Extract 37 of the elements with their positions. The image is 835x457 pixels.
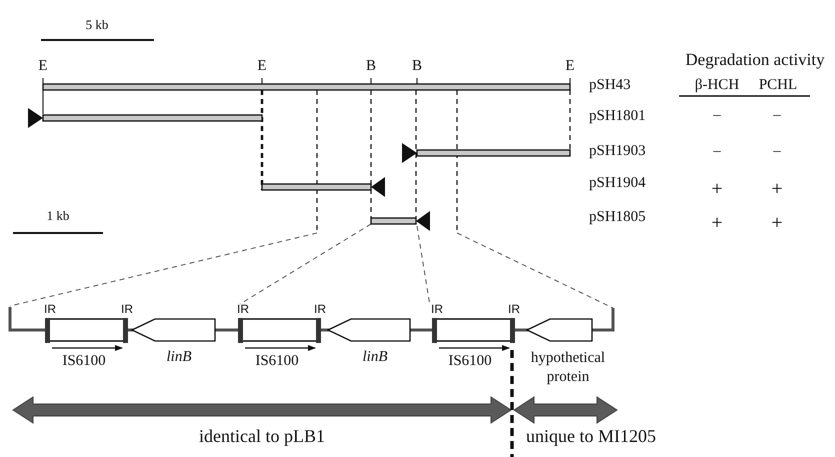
site-label: B [366,58,376,74]
gene-label: IS6100 [62,353,106,370]
ir-label: IR [431,303,443,316]
ir-label: IR [508,303,520,316]
site-label: E [257,58,267,74]
plasmid-name: pSH1904 [589,175,646,192]
activity-sign: + [771,212,783,234]
activity-sign: + [771,178,783,200]
activity-sign: – [773,107,781,124]
site-label: E [565,58,575,74]
plasmid-name: pSH1903 [589,143,646,160]
activity-sign: – [773,143,781,160]
gene-label: linB [362,349,388,366]
activity-sign: – [713,107,721,124]
activity-sign: + [711,178,723,200]
column-header: β-HCH [694,77,740,94]
ir-label: IR [237,303,249,316]
ir-label: IR [121,303,133,316]
gene-label: hypothetical protein [530,349,606,386]
scale-label: 5 kb [86,18,108,32]
table-heading: Degradation activity [685,51,825,70]
plasmid-name: pSH1801 [589,108,646,124]
ir-label: IR [44,303,56,316]
site-label: B [412,58,422,74]
gene-label: linB [166,349,192,366]
gene-label: IS6100 [255,353,299,370]
ir-label: IR [314,303,326,316]
scale-label: 1 kb [46,209,70,224]
plasmid-name: pSH1805 [589,209,646,226]
activity-sign: – [713,143,721,160]
column-header: PCHL [758,77,798,94]
activity-sign: + [711,212,723,234]
plasmid-name: pSH43 [589,77,631,94]
region-label: unique to MI1205 [526,427,656,447]
region-label: identical to pLB1 [199,427,325,447]
gene-label: IS6100 [448,353,492,370]
site-label: E [38,58,48,74]
